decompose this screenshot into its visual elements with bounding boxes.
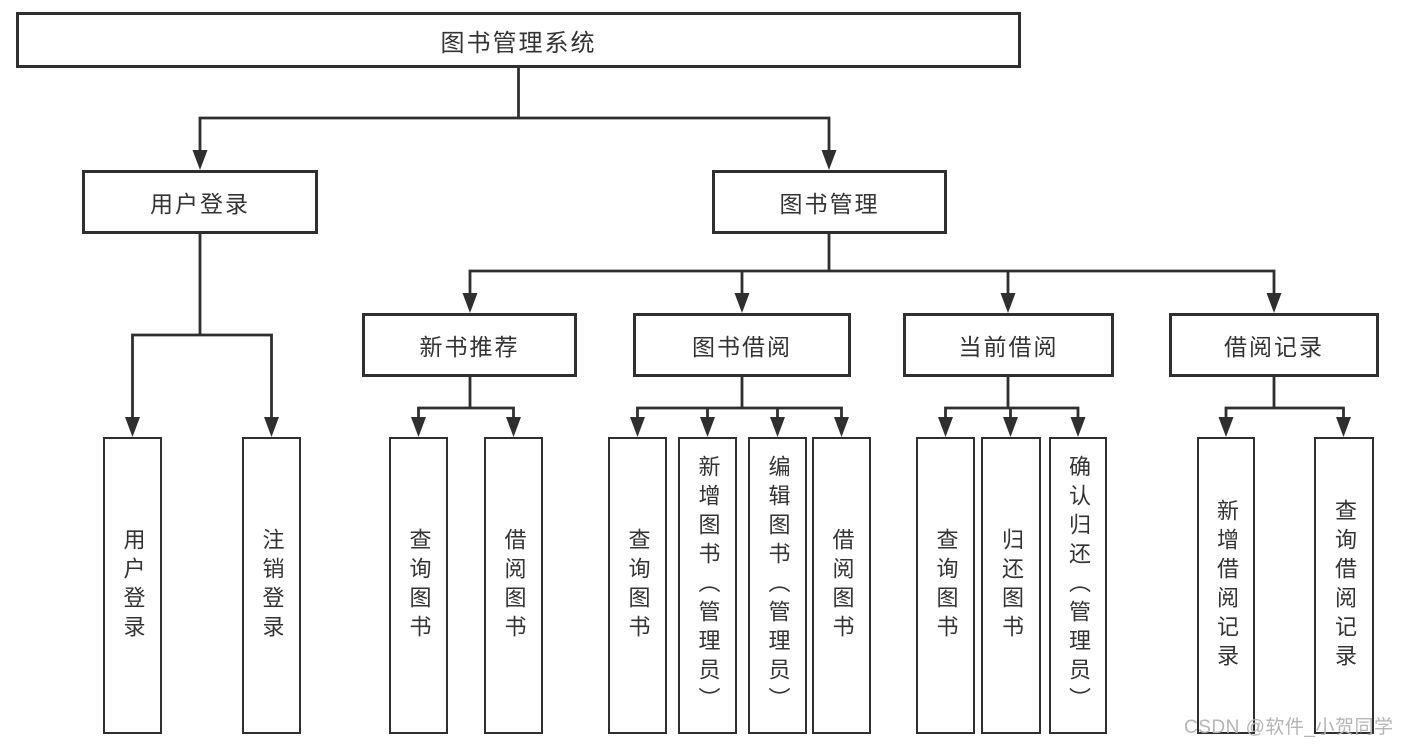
leaf-query-borrow-record: 查询借阅记录 [1314,437,1374,734]
leaf-add-borrow-record: 新增借阅记录 [1197,437,1255,734]
leaf-query-books-borrowing: 查询图书 [608,437,667,734]
node-label: 查询借阅记录 [1332,498,1357,673]
node-library-management-system: 图书管理系统 [16,12,1021,68]
node-label: 借阅记录 [1224,334,1324,360]
arrowheads [125,150,1351,437]
node-label: 借阅图书 [501,527,527,644]
node-borrowing-records: 借阅记录 [1169,313,1379,377]
leaf-confirm-return-admin: 确认归还（管理员） [1049,437,1107,734]
node-label: 新增借阅记录 [1214,498,1239,673]
node-label: 借阅图书 [829,527,855,644]
node-label: 查询图书 [625,527,651,644]
node-label: 注销登录 [259,527,285,644]
leaf-logout: 注销登录 [242,437,301,734]
node-label: 新书推荐 [419,334,520,360]
leaf-return-books: 归还图书 [981,437,1041,734]
node-label: 新增图书（管理员） [695,455,721,716]
node-label: 确认归还（管理员） [1066,455,1091,716]
node-book-borrowing: 图书借阅 [633,313,851,377]
leaf-borrow-books: 借阅图书 [812,437,871,734]
node-book-management-branch: 图书管理 [712,170,947,234]
node-label: 用户登录 [150,191,250,217]
node-label: 图书管理 [779,191,880,217]
node-label: 图书借阅 [692,334,792,360]
leaf-user-login: 用户登录 [103,437,162,734]
node-current-borrowing: 当前借阅 [903,313,1114,377]
node-label: 用户登录 [120,527,146,644]
node-label: 查询图书 [406,527,432,644]
node-label: 图书管理系统 [440,29,597,57]
node-label: 查询图书 [933,527,959,644]
leaf-edit-books-admin: 编辑图书（管理员） [748,437,807,734]
node-label: 归还图书 [999,527,1024,644]
node-new-book-recommend: 新书推荐 [362,313,577,377]
leaf-query-books-current: 查询图书 [916,437,975,734]
leaf-add-books-admin: 新增图书（管理员） [678,437,737,734]
node-user-login-branch: 用户登录 [82,170,318,234]
leaf-query-books-recommend: 查询图书 [389,437,448,734]
csdn-watermark: CSDN @软件_小贺同学 [1184,717,1394,738]
node-label: 编辑图书（管理员） [765,455,791,716]
node-label: 当前借阅 [958,334,1059,360]
leaf-borrow-books-recommend: 借阅图书 [484,437,543,734]
